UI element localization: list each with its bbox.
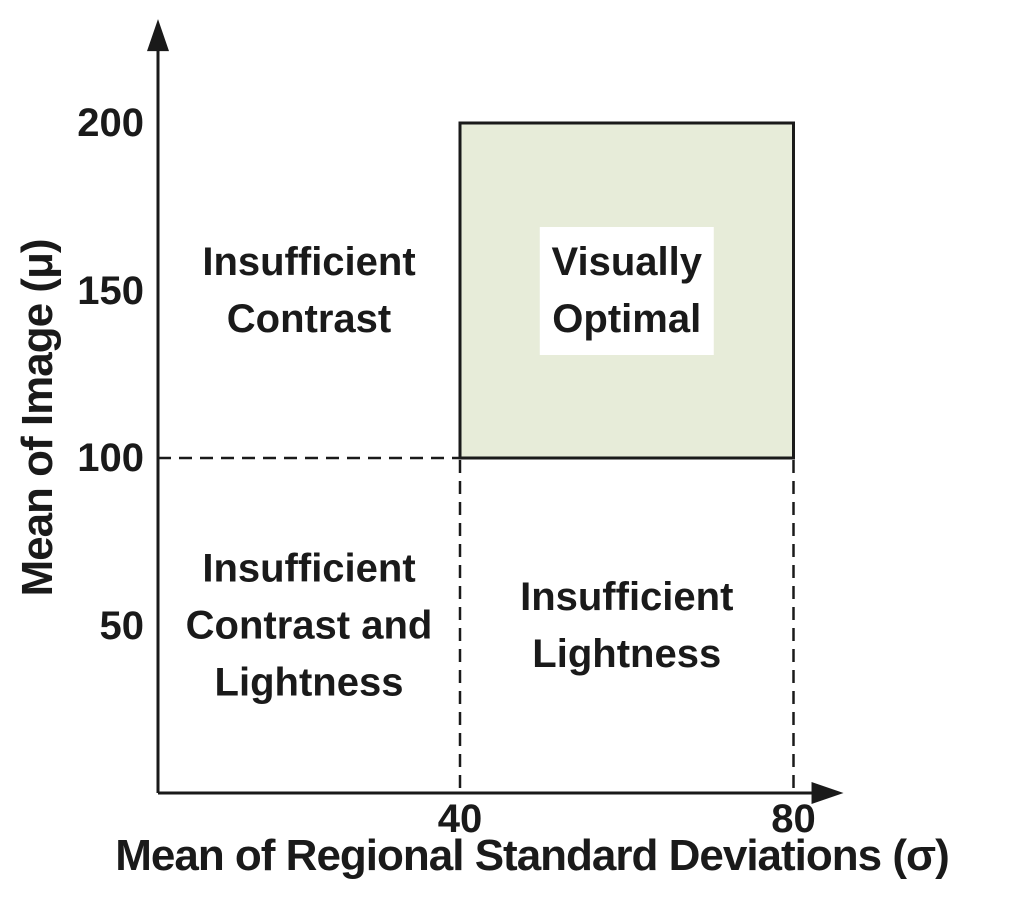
region-label-line: Optimal xyxy=(552,296,702,341)
y-tick-label: 100 xyxy=(77,436,144,480)
region-label-line: Insufficient xyxy=(202,546,416,590)
y-tick-label: 150 xyxy=(77,268,144,313)
region-label-line: Lightness xyxy=(214,660,404,704)
y-axis-arrowhead-icon xyxy=(147,19,169,52)
x-tick-label: 40 xyxy=(437,797,483,841)
region-label-line: Insufficient xyxy=(202,239,416,284)
x-tick-label: 80 xyxy=(771,797,816,841)
region-label-line: Insufficient xyxy=(520,574,734,619)
y-tick-label: 50 xyxy=(99,603,145,648)
region-label-line: Lightness xyxy=(532,631,722,676)
region-label-line: Contrast and xyxy=(185,603,433,647)
x-axis-title: Mean of Regional Standard Deviations (σ) xyxy=(115,831,950,880)
region-label-line: Contrast xyxy=(226,296,392,341)
x-axis-arrowhead-icon xyxy=(811,782,844,804)
y-tick-label: 200 xyxy=(77,101,144,145)
y-axis-title: Mean of Image (μ) xyxy=(13,239,62,597)
region-label-line: Visually xyxy=(551,239,702,284)
